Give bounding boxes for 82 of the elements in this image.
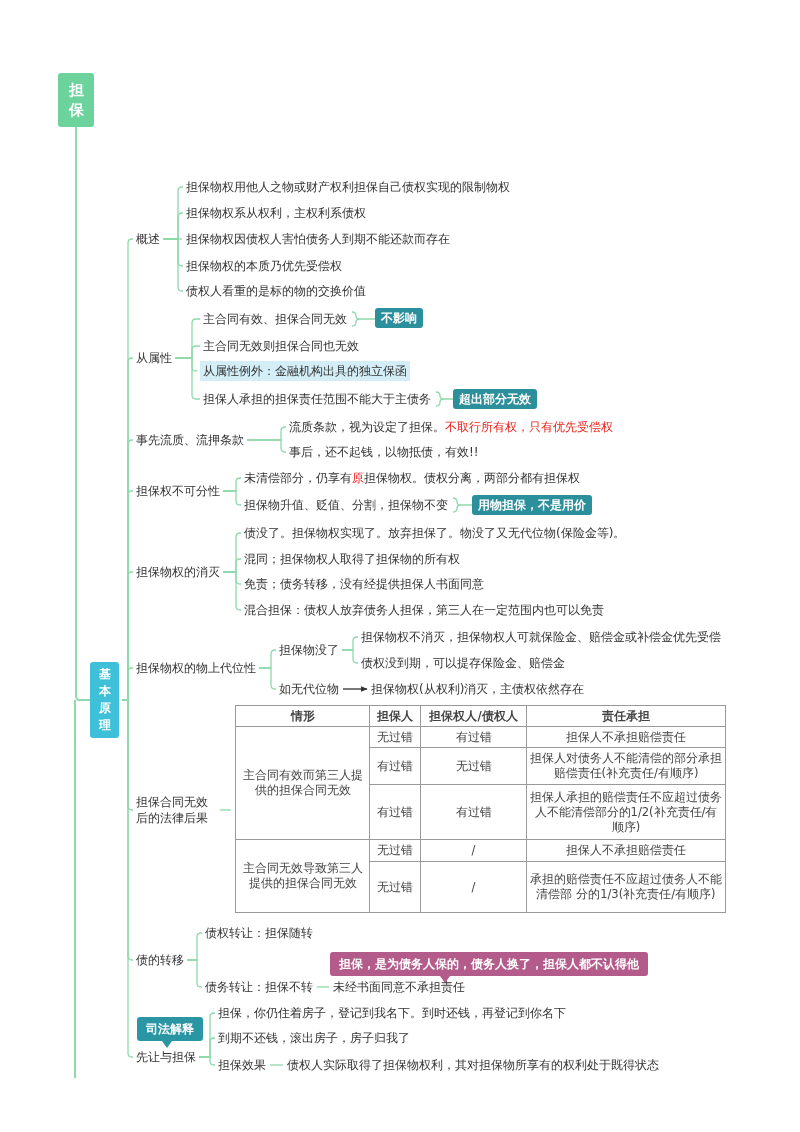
table-header: 担保权人/债权人 [420,705,527,727]
table-cell: 有过错 [420,726,527,748]
connector-line [258,667,277,690]
topic-text: 担保物升值、贬值、分割，担保物不变 [244,497,448,513]
connector-line [452,497,473,513]
topic-text: 从属性 [136,350,172,366]
topic-text: 未清偿部分，仍享有原担保物权。债权分离，两部分都有担保权 [244,470,580,486]
tag-box: 不影响 [375,308,423,328]
connector-line [222,571,242,611]
table-cell: 主合同无效导致第三人提供的担保合同无效 [235,839,370,913]
connector-line [316,986,330,988]
table-cell: 有过错 [420,784,527,840]
connector-line [341,649,359,664]
connector-line [75,126,91,701]
topic-text: 如无代位物 [279,681,339,697]
table-cell: 无过错 [369,861,421,913]
table-cell: 无过错 [369,726,421,748]
table-cell: 担保人对债务人不能清偿的部分承担赔偿责任(补充责任/有顺序) [526,747,726,785]
connector-line [186,959,203,988]
branch-topic-box: 基本原理 [90,662,119,738]
topic-text: 流质条款，视为设定了担保。不取行所有权，只有优先受偿权 [289,419,613,435]
topic-text: 担保权不可分性 [136,483,220,499]
topic-text: 债务转让：担保不转 [205,979,313,995]
connector-line [269,1064,284,1066]
topic-text: 事后，还不起钱，以物抵债，有效!! [289,444,479,460]
table-header: 担保人 [369,705,421,727]
connector-line [198,1056,216,1066]
topic-text: 债权转让：担保随转 [205,925,313,941]
table-cell: 主合同有效而第三人提供的担保合同无效 [235,726,370,840]
topic-text: 混同；担保物权人取得了担保物的所有权 [244,551,460,567]
topic-text: 免责；债务转移，没有经提供担保人书面同意 [244,576,484,592]
connector-line [162,238,184,292]
callout-badge: 司法解释 [137,1017,203,1048]
connector-line [435,391,454,407]
table-cell: 担保人承担的赔偿责任不应超过债务人不能清偿部分的1/2(补充责任/有顺序) [526,784,726,840]
table-cell: 承担的赔偿责任不应超过债务人不能清偿部 分的1/3(补充责任/有顺序) [526,861,726,913]
topic-text: 债没了。担保物权实现了。放弃担保了。物没了又无代位物(保险金等)。 [244,525,626,541]
topic-text: 担保合同无效后的法律后果 [136,794,216,826]
table-cell: 有过错 [369,747,421,785]
topic-text: 担保物权的本质乃优先受偿权 [186,258,342,274]
table-cell: 有过错 [369,784,421,840]
topic-text: 担保物权(从权利)消灭，主债权依然存在 [371,681,585,697]
topic-text: 担保物权用他人之物或财产权利担保自己债权实现的限制物权 [186,179,510,195]
topic-text: 担保物权因债权人害怕债务人到期不能还款而存在 [186,231,450,247]
connector-line [246,439,287,453]
table-cell: / [420,861,527,913]
topic-text: 债权人看重的是标的物的交换价值 [186,283,366,299]
connector-line [219,809,232,811]
root-topic-box: 担保 [58,73,94,127]
table-header: 责任承担 [526,705,726,727]
topic-text: 担保效果 [218,1057,266,1073]
topic-text: 担保，你仍住着房子，登记到我名下。到时还钱，再登记到你名下 [218,1005,566,1021]
tag-box: 用物担保，不是用价 [472,495,592,515]
tag-box: 超出部分无效 [453,389,537,409]
topic-text: 担保物权系从权利，主权利系债权 [186,205,366,221]
connector-line [121,699,134,1058]
topic-text: 先让与担保 [136,1049,196,1065]
table-cell: 担保人不承担赔偿责任 [526,726,726,748]
topic-text: 混合担保：债权人放弃债务人担保，第三人在一定范围内也可以免责 [244,602,604,618]
table-header: 情形 [235,705,370,727]
topic-text: 担保物权不消灭，担保物权人可就保险金、赔偿金或补偿金优先受偿 [361,629,721,645]
topic-text: 债权没到期，可以提存保险金、赔偿金 [361,655,565,671]
highlighted-topic: 从属性例外：金融机构出具的独立保函 [200,361,410,381]
topic-text: 主合同无效则担保合同也无效 [203,338,359,354]
connector-line [222,490,242,506]
arrow [342,686,368,692]
table-cell: 无过错 [369,839,421,862]
table-cell: / [420,839,527,862]
topic-text: 担保人承担的担保责任范围不能大于主债务 [203,391,431,407]
table-cell: 担保人不承担赔偿责任 [526,839,726,862]
topic-text: 债的转移 [136,952,184,968]
topic-text: 主合同有效、担保合同无效 [203,311,347,327]
topic-text: 担保物没了 [279,642,339,658]
table [235,705,726,913]
table-cell: 无过错 [420,747,527,785]
topic-text: 担保物权的物上代位性 [136,660,256,676]
topic-text: 担保物权的消灭 [136,564,220,580]
topic-text: 概述 [136,231,160,247]
topic-text: 到期不还钱，滚出房子，房子归我了 [218,1030,410,1046]
connector-line [351,311,376,327]
topic-text: 事先流质、流押条款 [136,432,244,448]
topic-text: 债权人实际取得了担保物权利，其对担保物所享有的权利处于既得状态 [287,1057,659,1073]
